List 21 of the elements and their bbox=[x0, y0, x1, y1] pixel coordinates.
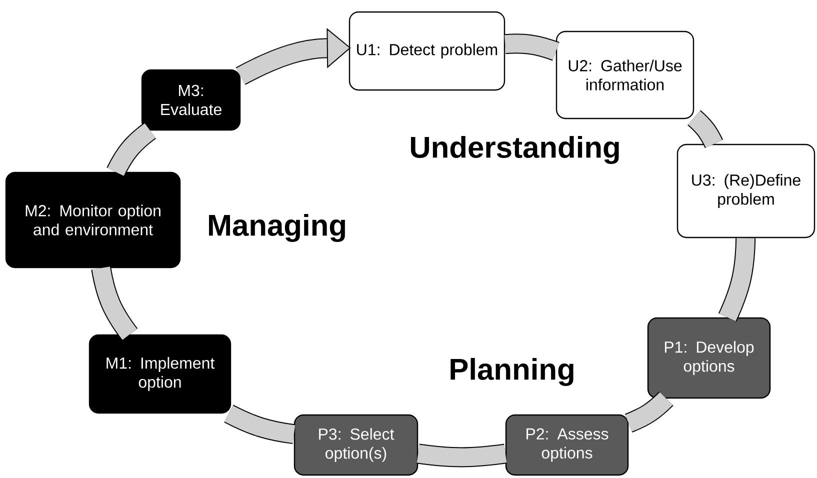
cycle-arrow bbox=[236, 28, 351, 85]
step-box: P3: Select option(s) bbox=[294, 414, 418, 476]
phase-heading: Understanding bbox=[410, 136, 619, 164]
cycle-band bbox=[504, 34, 560, 61]
cycle-band bbox=[416, 444, 507, 468]
cycle-band bbox=[688, 110, 724, 148]
phase-heading: Managing bbox=[209, 214, 345, 242]
cycle-band bbox=[624, 391, 674, 432]
step-box: U2: Gather/Use information bbox=[556, 30, 694, 120]
step-box: M2: Monitor option and environment bbox=[5, 172, 181, 268]
cycle-band bbox=[718, 238, 756, 322]
step-box: U1: Detect problem bbox=[348, 11, 506, 91]
cycle-band bbox=[91, 266, 138, 340]
phase-heading: Planning bbox=[450, 358, 574, 386]
step-box: M3: Evaluate bbox=[141, 69, 241, 131]
step-box: M1: Implement option bbox=[88, 334, 232, 414]
cycle-band bbox=[106, 122, 156, 176]
step-box: U3: (Re)Define problem bbox=[676, 144, 816, 238]
step-box: P1: Develop options bbox=[647, 317, 771, 399]
cycle-band bbox=[224, 404, 296, 444]
step-box: P2: Assess options bbox=[505, 414, 629, 476]
